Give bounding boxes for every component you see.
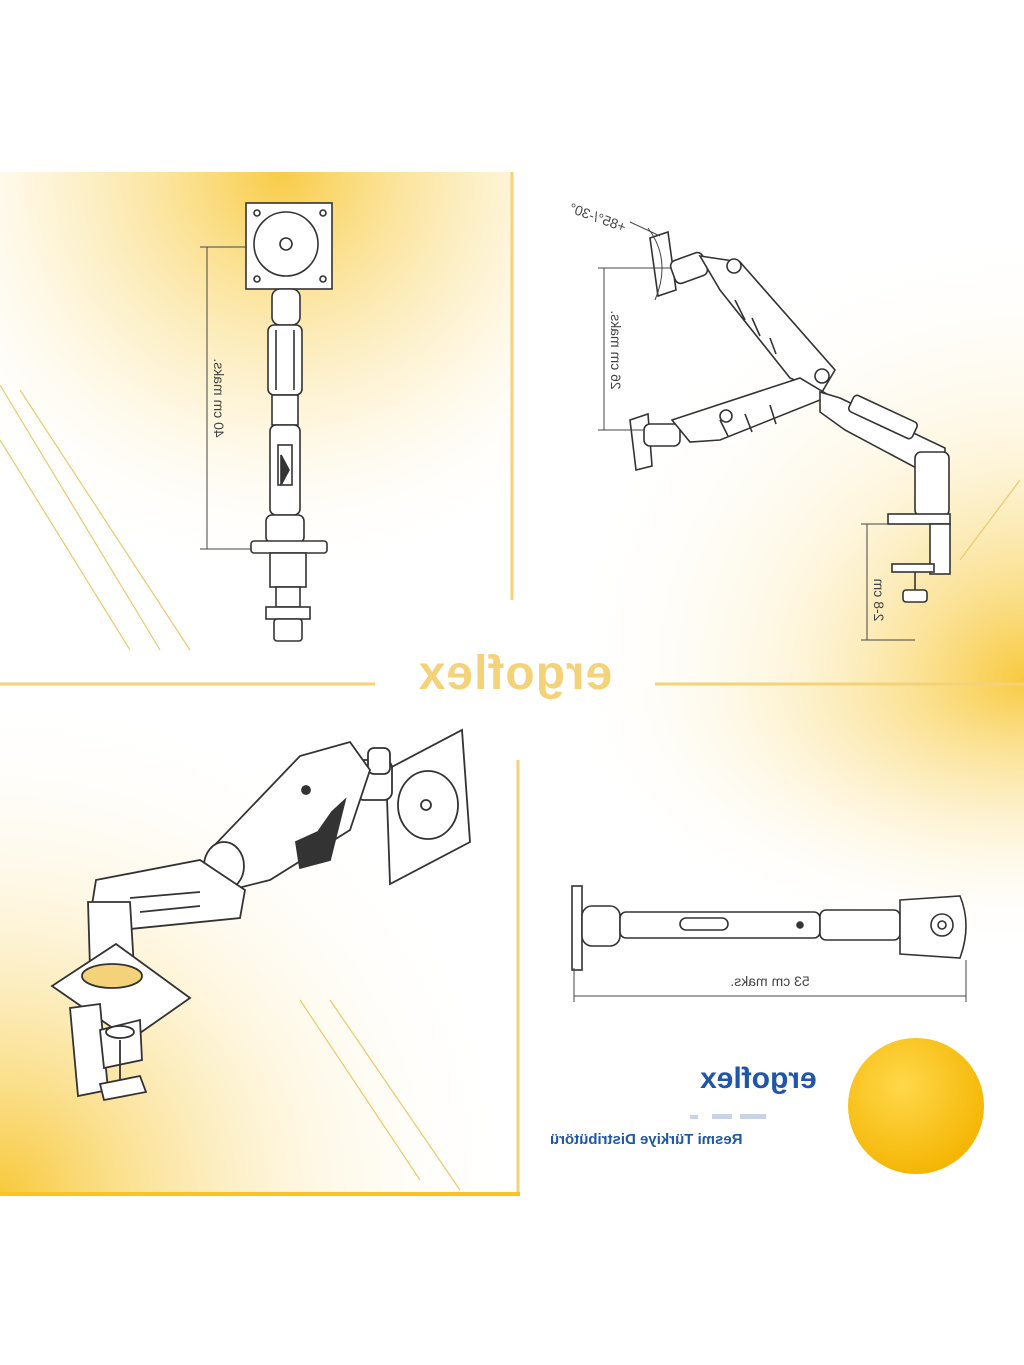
brand-logo-center: ergoflex (417, 647, 613, 700)
side-dimension-lines (598, 221, 915, 641)
reach-dimension-line (573, 960, 967, 1002)
front-view-drawing (245, 202, 333, 642)
perspective-view-drawing (50, 728, 471, 1102)
brand-logo-corner: ergoflex (700, 1062, 817, 1095)
panel-dividers (0, 172, 1024, 1194)
desk-thickness-label: 2-8 cm (871, 579, 887, 622)
distributor-tagline: Resmi Türkiye Distribütörü (550, 1131, 743, 1148)
brand-sun-circle (848, 1038, 984, 1174)
side-view-drawing (629, 230, 951, 603)
top-view-drawing (571, 885, 967, 971)
arm-height-dimension-label: 26 cm maks. (608, 310, 624, 389)
height-dimension-label: 40 cm maks. (211, 358, 227, 437)
reach-dimension-label: 53 cm maks. (730, 973, 809, 989)
height-dimension-line (200, 246, 251, 550)
faint-marks (690, 1114, 766, 1119)
decorative-diagonals (0, 384, 1021, 1191)
